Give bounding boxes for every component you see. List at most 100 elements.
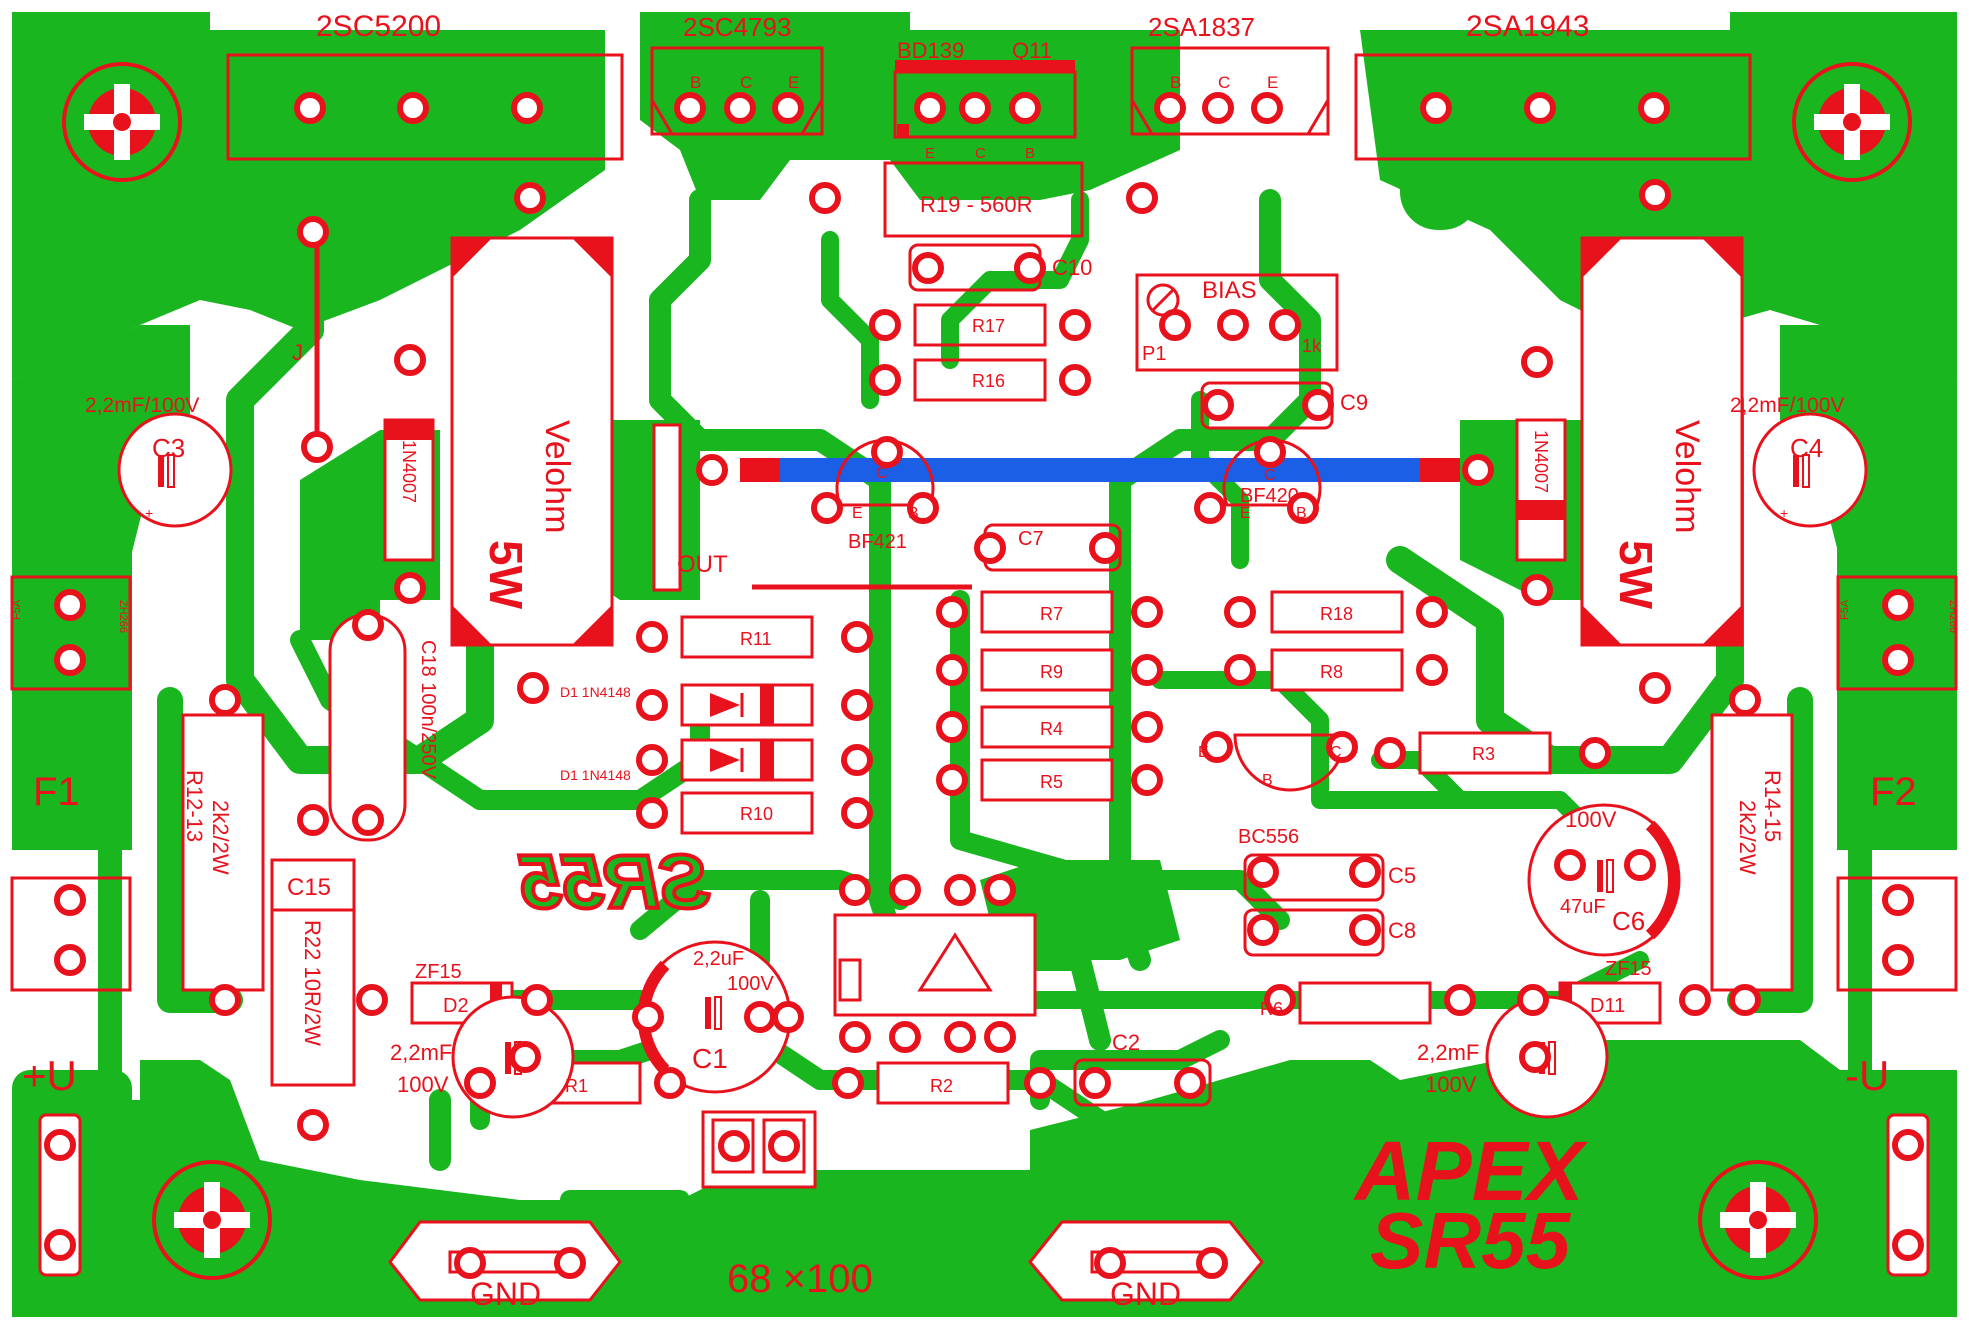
pad — [1154, 92, 1186, 124]
svg-text:100V: 100V — [397, 1072, 449, 1097]
pad — [517, 672, 549, 704]
pad — [1247, 856, 1279, 888]
pad — [1349, 856, 1381, 888]
pad — [674, 92, 706, 124]
svg-text:1N4007: 1N4007 — [1531, 430, 1551, 493]
pad — [636, 689, 668, 721]
pad — [1892, 1129, 1924, 1161]
svg-text:R5: R5 — [1040, 772, 1063, 792]
pad — [1131, 711, 1163, 743]
pad — [869, 309, 901, 341]
pad — [394, 344, 426, 376]
svg-text:E: E — [788, 73, 799, 92]
svg-text:2,2mF/100V: 2,2mF/100V — [1730, 394, 1844, 417]
pad — [1639, 179, 1671, 211]
label-2sc4793: 2SC4793 — [683, 12, 791, 42]
pad — [1326, 731, 1358, 763]
pad — [1882, 944, 1914, 976]
svg-text:-U: -U — [1845, 1052, 1889, 1099]
pad — [1217, 309, 1249, 341]
svg-text:C: C — [740, 73, 752, 92]
pad — [636, 621, 668, 653]
pad — [809, 182, 841, 214]
svg-text:68 ×100: 68 ×100 — [727, 1257, 873, 1301]
pad — [914, 92, 946, 124]
pad — [356, 984, 388, 1016]
pad — [1416, 654, 1448, 686]
pad — [724, 92, 756, 124]
svg-text:100V: 100V — [1565, 807, 1617, 832]
pad — [1251, 92, 1283, 124]
pad — [1247, 914, 1279, 946]
pad — [871, 436, 903, 468]
svg-text:100V: 100V — [1425, 1072, 1477, 1097]
svg-text:R16: R16 — [972, 371, 1005, 391]
brand-apex: APEX — [1353, 1124, 1589, 1218]
svg-text:+: + — [1780, 505, 1788, 521]
svg-text:2,2mF: 2,2mF — [1417, 1040, 1479, 1065]
pad — [718, 1130, 750, 1162]
pad — [1287, 492, 1319, 524]
pad — [521, 984, 553, 1016]
svg-text:R3: R3 — [1472, 744, 1495, 764]
pad — [1024, 1067, 1056, 1099]
label-2sc5200: 2SC5200 — [316, 10, 441, 43]
svg-text:B: B — [1170, 73, 1181, 92]
pad — [54, 589, 86, 621]
svg-text:47uF: 47uF — [1560, 896, 1606, 918]
svg-text:D1 1N4148: D1 1N4148 — [560, 767, 631, 783]
pad — [1094, 1247, 1126, 1279]
svg-text:2,2mF: 2,2mF — [390, 1040, 452, 1065]
svg-text:C9: C9 — [1340, 390, 1368, 415]
svg-text:R19 - 560R: R19 - 560R — [920, 192, 1033, 217]
pad — [1059, 309, 1091, 341]
svg-text:D11: D11 — [1590, 995, 1625, 1017]
pad — [297, 804, 329, 836]
pad — [464, 1067, 496, 1099]
pad — [696, 454, 728, 486]
svg-text:C7: C7 — [1018, 528, 1044, 550]
pad — [511, 92, 543, 124]
pad — [772, 92, 804, 124]
svg-text:B: B — [908, 505, 919, 522]
svg-text:Velohm: Velohm — [538, 420, 576, 533]
svg-text:F1: F1 — [33, 770, 80, 814]
svg-text:ZF15: ZF15 — [415, 961, 462, 983]
mounting-hole — [152, 1160, 272, 1280]
pad — [1729, 984, 1761, 1016]
pad — [1224, 596, 1256, 628]
svg-text:C: C — [1218, 73, 1230, 92]
pad — [1224, 654, 1256, 686]
pad — [1420, 92, 1452, 124]
svg-text:E: E — [1198, 744, 1209, 761]
svg-text:100V: 100V — [727, 973, 774, 995]
pad — [841, 797, 873, 829]
label-2sa1943: 2SA1943 — [1466, 10, 1589, 43]
pad — [936, 596, 968, 628]
pad — [294, 92, 326, 124]
svg-text:R11: R11 — [740, 629, 772, 649]
pad — [841, 689, 873, 721]
pad — [1524, 92, 1556, 124]
pad — [811, 492, 843, 524]
svg-text:B: B — [1025, 145, 1035, 162]
pad — [1521, 574, 1553, 606]
svg-text:C: C — [975, 145, 986, 162]
pad — [1882, 884, 1914, 916]
svg-text:+: + — [145, 505, 153, 521]
svg-text:BF421: BF421 — [848, 531, 907, 553]
pad — [1131, 596, 1163, 628]
pad — [936, 654, 968, 686]
svg-text:B: B — [690, 73, 701, 92]
pad — [1194, 492, 1226, 524]
pad — [394, 572, 426, 604]
pad — [869, 364, 901, 396]
pad — [1554, 849, 1586, 881]
svg-text:E: E — [1267, 73, 1278, 92]
svg-text:R18: R18 — [1320, 604, 1353, 624]
label-2sa1837: 2SA1837 — [1148, 12, 1255, 42]
pad — [1254, 436, 1286, 468]
svg-text:R1: R1 — [565, 1076, 588, 1096]
mounting-hole — [62, 62, 182, 182]
